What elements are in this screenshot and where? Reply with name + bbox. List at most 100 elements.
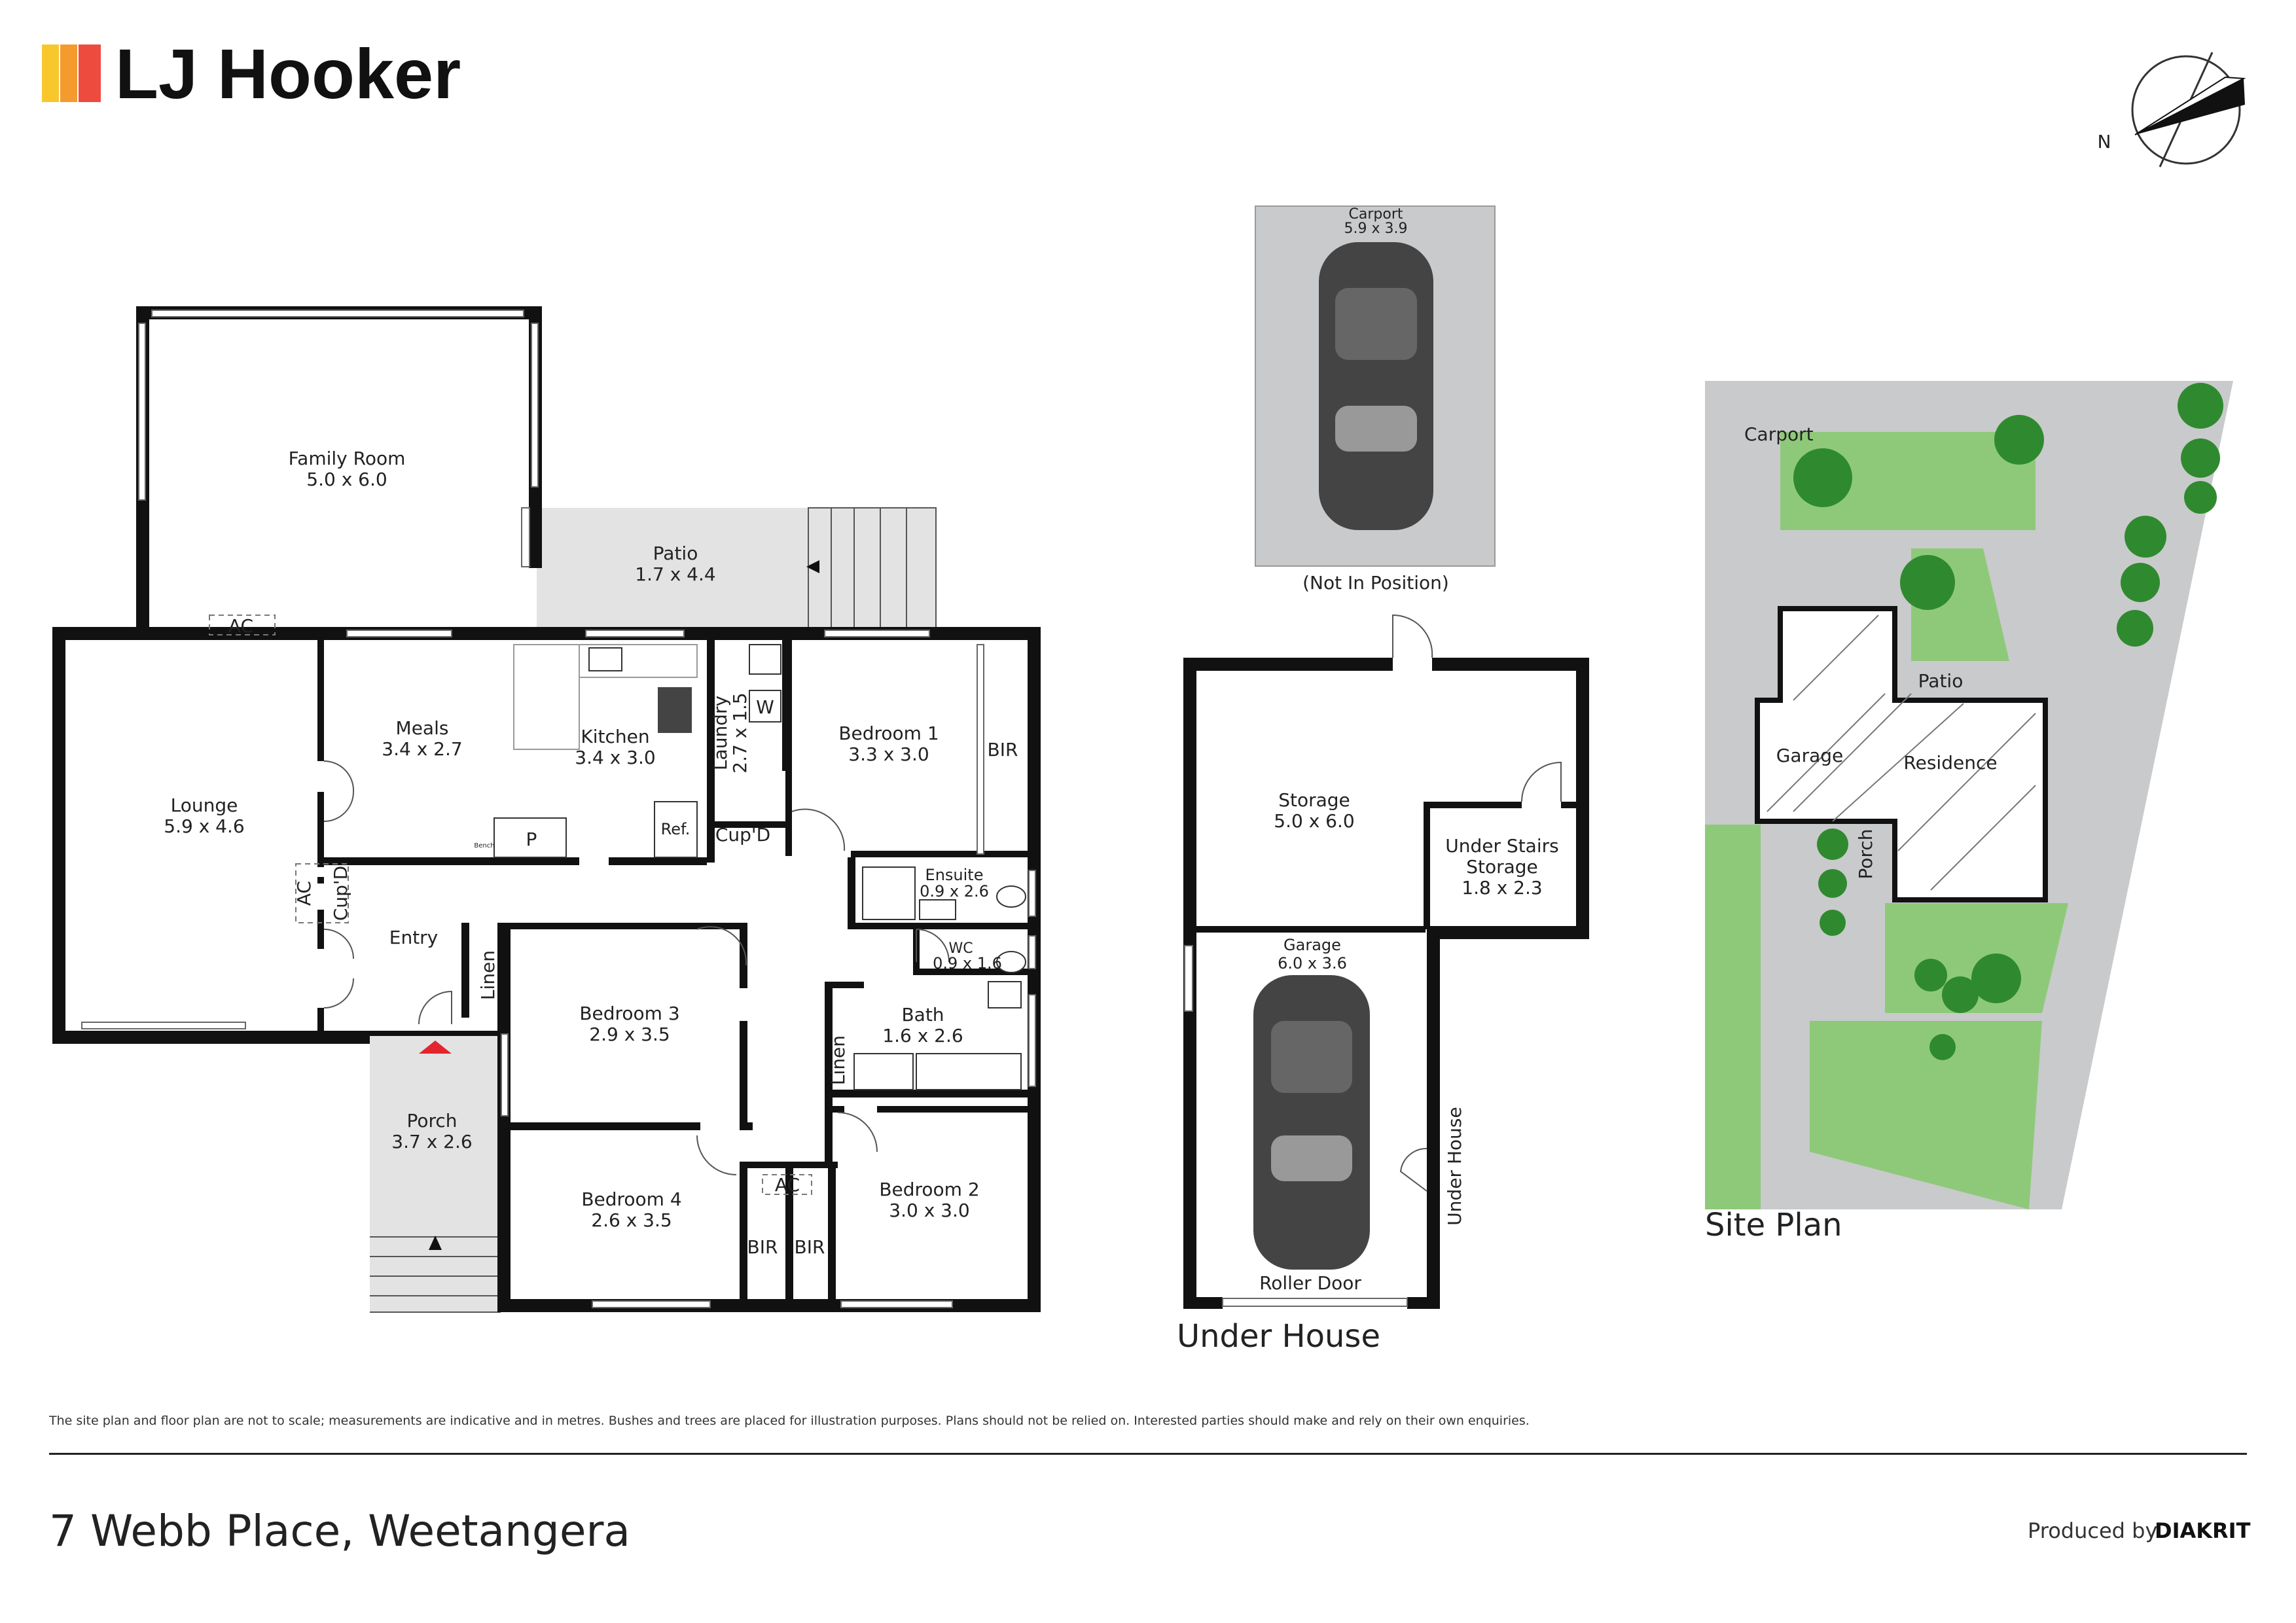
- lounge-name: Lounge: [171, 794, 238, 816]
- site-garage-label: Garage: [1776, 745, 1844, 766]
- entry-name: Entry: [389, 927, 439, 948]
- under-house-title: Under House: [1177, 1318, 1380, 1355]
- ac-lounge-label: AC: [293, 881, 315, 906]
- site-rear-lawn: [1810, 1021, 2042, 1209]
- under-house-side-label: Under House: [1444, 1107, 1465, 1225]
- carport-size: 5.9 x 3.9: [1344, 221, 1408, 237]
- bedroom1-name: Bedroom 1: [838, 722, 939, 744]
- site-trees: [1793, 383, 2223, 1060]
- sink-icon: [588, 647, 622, 671]
- under-house-doors: [1392, 614, 1562, 1192]
- patio-name: Patio: [653, 543, 698, 564]
- entry-marker-icon: [419, 1041, 452, 1054]
- doors: [323, 760, 950, 1175]
- porch-steps: [370, 1236, 501, 1313]
- meals-name: Meals: [396, 717, 449, 739]
- porch-arrow-icon: [429, 1236, 442, 1250]
- bir-bed4-label: BIR: [747, 1236, 778, 1258]
- kitchen-size: 3.4 x 3.0: [575, 747, 655, 768]
- cupd-laundry-label: Cup'D: [715, 824, 770, 846]
- wc-name: WC: [948, 940, 973, 957]
- ensuite-size: 0.9 x 2.6: [920, 882, 989, 901]
- laundry-name: Laundry: [709, 696, 731, 770]
- linen-bath-label: Linen: [827, 1035, 849, 1085]
- ensuite-vanity-icon: [919, 899, 956, 920]
- ensuite-name: Ensuite: [925, 866, 984, 884]
- interior-walls: [317, 633, 1034, 1309]
- porch-floor: [370, 1031, 501, 1312]
- compass-north-label: N: [2098, 131, 2111, 152]
- bath-basin-icon: [988, 981, 1022, 1008]
- compass-icon: N: [2098, 52, 2246, 168]
- site-residence-label: Residence: [1903, 752, 1997, 774]
- brand-name: LJ Hooker: [115, 34, 461, 113]
- pantry-box: [493, 817, 567, 858]
- under-house-plan: Carport 5.9 x 3.9 (Not In Position): [1177, 205, 1589, 1355]
- cooktop-icon: [658, 687, 692, 733]
- ensuite-shower-icon: [862, 866, 916, 920]
- site-plan: Carport Patio Garage Residence Porch Sit…: [1705, 381, 2233, 1243]
- garage-car-icon: [1253, 975, 1370, 1270]
- ensuite-toilet-icon: [996, 885, 1026, 908]
- family-room-size: 5.0 x 6.0: [306, 469, 387, 490]
- bir-bed1-label: BIR: [988, 739, 1018, 760]
- wc-toilet-icon: [996, 951, 1026, 973]
- credit-brand: DIAKRIT: [2155, 1518, 2251, 1543]
- bedroom2-name: Bedroom 2: [879, 1179, 979, 1200]
- under-stairs-line1: Under Stairs: [1445, 835, 1558, 857]
- fridge-space: [654, 801, 698, 858]
- site-porch-label: Porch: [1855, 829, 1876, 879]
- carport-note: (Not In Position): [1302, 572, 1449, 594]
- bedroom3-name: Bedroom 3: [579, 1003, 679, 1024]
- washer-label: W: [756, 696, 774, 718]
- cupd-entry-label: Cup'D: [330, 866, 351, 921]
- porch-name: Porch: [406, 1110, 457, 1132]
- car-icon: [1319, 242, 1433, 530]
- patio-size: 1.7 x 4.4: [635, 563, 715, 585]
- bath-shower-icon: [853, 1053, 914, 1090]
- main-floor: Family Room 5.0 x 6.0 Patio 1.7 x 4.4 Lo…: [52, 306, 1041, 1313]
- roller-door: [1222, 1298, 1408, 1307]
- site-plan-title: Site Plan: [1705, 1207, 1842, 1243]
- bath-size: 1.6 x 2.6: [882, 1025, 963, 1046]
- bedroom4-size: 2.6 x 3.5: [591, 1209, 672, 1231]
- lounge-size: 5.9 x 4.6: [164, 815, 244, 837]
- site-patio-label: Patio: [1918, 670, 1964, 692]
- garage-name: Garage: [1283, 936, 1341, 954]
- carport-name: Carport: [1349, 206, 1403, 223]
- windows: [81, 630, 1036, 1308]
- ac-family-label: AC: [228, 615, 253, 637]
- washer-box: [749, 690, 781, 722]
- bedroom2-size: 3.0 x 3.0: [889, 1200, 969, 1221]
- kitchen-name: Kitchen: [581, 726, 649, 747]
- under-stairs-size: 1.8 x 2.3: [1462, 877, 1542, 899]
- bathtub-icon: [916, 1053, 1022, 1090]
- bath-name: Bath: [901, 1004, 944, 1026]
- bench-label: Bench: [474, 842, 494, 849]
- site-residence: [1755, 606, 2048, 902]
- site-front-lawn: [1780, 432, 2036, 530]
- pantry-label: P: [526, 829, 537, 850]
- patio-arrow-icon: [806, 560, 819, 573]
- site-left-strip: [1705, 825, 1761, 1209]
- bir-bed2-label: BIR: [795, 1236, 825, 1258]
- storage-name: Storage: [1278, 789, 1350, 811]
- bedroom3-size: 2.9 x 3.5: [589, 1024, 670, 1045]
- garage-window: [1184, 945, 1193, 1012]
- bedroom4-name: Bedroom 4: [581, 1188, 681, 1210]
- ac-hall-box: [762, 1174, 812, 1195]
- meals-size: 3.4 x 2.7: [382, 738, 462, 760]
- disclaimer: The site plan and floor plan are not to …: [48, 1414, 1530, 1428]
- family-room-name: Family Room: [289, 448, 406, 469]
- garage-size: 6.0 x 3.6: [1278, 954, 1347, 972]
- footer-divider: [49, 1453, 2247, 1455]
- ac-hall-label: AC: [775, 1174, 800, 1196]
- under-stairs-line2: Storage: [1466, 856, 1538, 878]
- lj-hooker-logo: LJ Hooker: [42, 34, 461, 113]
- ac-family-box: [209, 615, 276, 635]
- ref-label: Ref.: [661, 820, 691, 838]
- patio-floor: [537, 508, 936, 632]
- storage-size: 5.0 x 6.0: [1274, 810, 1354, 832]
- trough-icon: [749, 644, 781, 675]
